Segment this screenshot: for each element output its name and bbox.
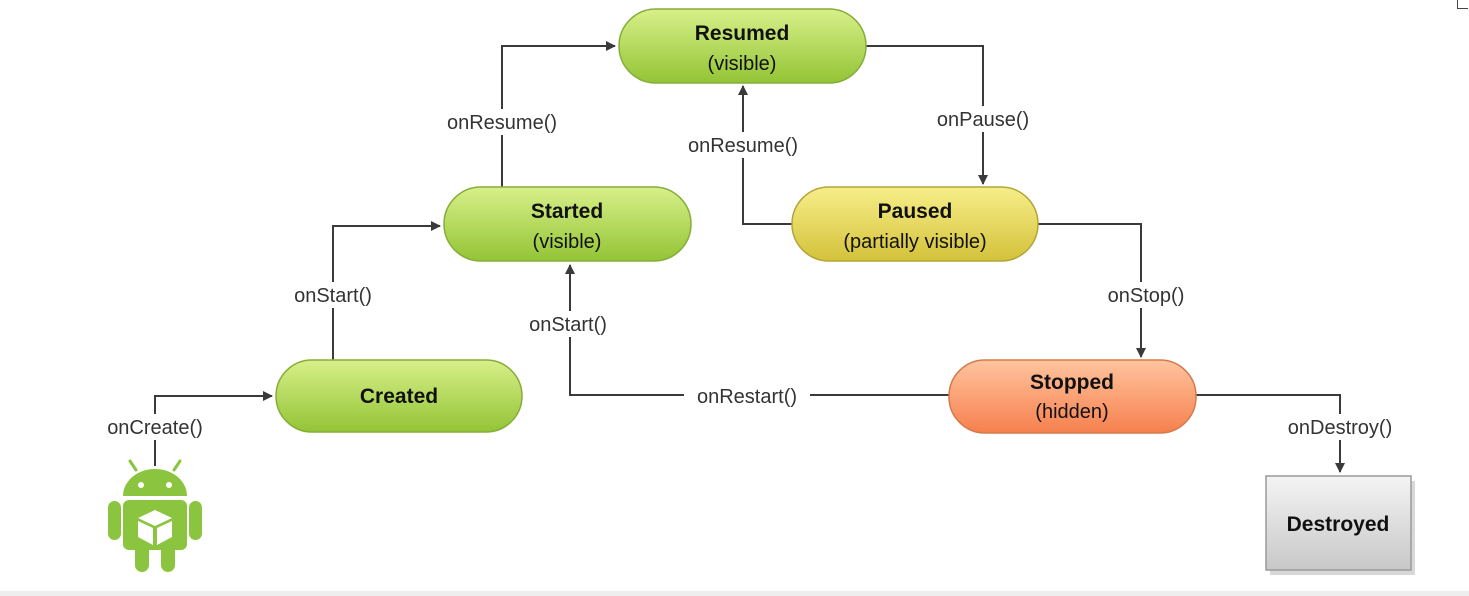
edge-start-from-created <box>332 221 441 360</box>
state-started-subtitle: (visible) <box>533 231 602 253</box>
svg-text:onStart(): onStart() <box>294 285 372 307</box>
corner-mark <box>1457 0 1468 9</box>
svg-text:onStop(): onStop() <box>1108 285 1185 307</box>
label-on-create: onCreate() <box>94 414 216 440</box>
edge-destroy <box>1196 394 1345 473</box>
state-stopped: Stopped (hidden) <box>948 359 1197 434</box>
label-on-start-created: onStart() <box>282 282 384 308</box>
state-started: Started (visible) <box>443 186 692 262</box>
state-resumed-title: Resumed <box>695 22 790 45</box>
state-stopped-subtitle: (hidden) <box>1035 401 1108 423</box>
label-on-start-restart: onStart() <box>518 311 618 337</box>
state-destroyed: Destroyed <box>1265 475 1415 575</box>
label-on-restart: onRestart() <box>684 383 810 409</box>
state-created-title: Created <box>360 385 438 408</box>
state-created: Created <box>275 359 523 433</box>
bottom-divider <box>0 591 1469 596</box>
svg-text:onStart(): onStart() <box>529 314 607 336</box>
state-resumed: Resumed (visible) <box>618 8 867 84</box>
edge-resume-from-started <box>501 41 616 187</box>
android-robot-icon <box>108 459 202 572</box>
edge-create <box>154 391 273 466</box>
svg-text:onRestart(): onRestart() <box>697 386 797 408</box>
state-paused: Paused (partially visible) <box>791 186 1039 262</box>
state-destroyed-title: Destroyed <box>1287 513 1390 536</box>
label-on-pause: onPause() <box>924 106 1042 132</box>
svg-text:onDestroy(): onDestroy() <box>1288 417 1392 439</box>
svg-text:onResume(): onResume() <box>447 112 557 134</box>
edge-restart <box>565 264 949 396</box>
label-on-destroy: onDestroy() <box>1274 414 1406 440</box>
svg-text:onResume(): onResume() <box>688 135 798 157</box>
state-paused-subtitle: (partially visible) <box>843 231 986 253</box>
edge-pause <box>866 45 988 185</box>
state-paused-title: Paused <box>878 200 953 223</box>
state-stopped-title: Stopped <box>1030 371 1114 394</box>
svg-text:onPause(): onPause() <box>937 109 1029 131</box>
label-on-resume-started: onResume() <box>431 109 573 135</box>
edge-stop <box>1038 223 1146 358</box>
label-on-resume-paused: onResume() <box>673 132 813 158</box>
state-started-title: Started <box>531 200 603 223</box>
svg-text:onCreate(): onCreate() <box>107 417 203 439</box>
state-resumed-subtitle: (visible) <box>708 53 777 75</box>
label-on-stop: onStop() <box>1097 282 1195 308</box>
